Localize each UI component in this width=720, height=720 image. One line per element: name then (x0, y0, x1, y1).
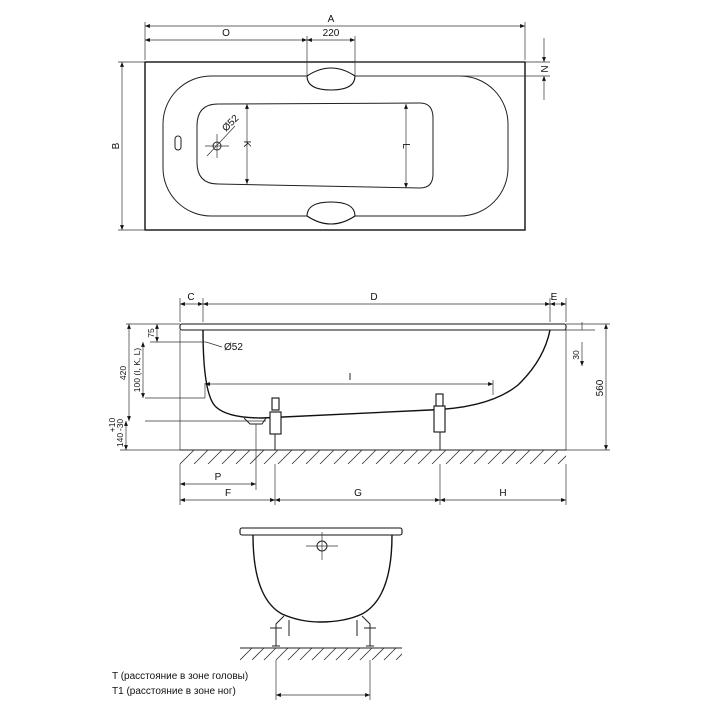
dim-diam-top-label: Ø52 (220, 113, 241, 134)
legend-t: T (расстояние в зоне головы) (112, 671, 248, 682)
tub-outline-top (144, 61, 526, 231)
legs-front (270, 615, 376, 647)
dim-H-label: H (499, 488, 506, 499)
legend-t1: T1 (расстояние в зоне ног) (112, 686, 236, 697)
handle-top (306, 67, 356, 91)
dim-220-label: 220 (323, 28, 340, 39)
dim-420-label: 420 (118, 366, 128, 380)
dim-O-label: O (222, 28, 230, 39)
dim-F-label: F (225, 488, 231, 499)
tub-bottom-top (196, 102, 434, 189)
dim-B-label: B (111, 142, 122, 149)
drain-top (205, 125, 236, 158)
top-view: Ø52 A O 220 N B K L (111, 14, 550, 231)
dim-A-label: A (328, 14, 335, 25)
dim-diam-side-label: Ø52 (224, 342, 243, 353)
tub-body-side (202, 329, 551, 419)
dim-75-label: 75 (146, 328, 156, 338)
dim-I-label: I (349, 372, 352, 383)
dim-E-label: E (551, 292, 558, 303)
drain-front (306, 532, 338, 560)
dim-G-label: G (354, 488, 362, 499)
tub-rim-side (179, 323, 567, 331)
dim-30-label: 30 (571, 350, 581, 360)
foot-left (269, 397, 282, 451)
dim-D-label: D (370, 292, 377, 303)
dim-140-tol-plus: +10 (107, 418, 117, 433)
dim-P-label: P (215, 472, 222, 483)
dim-L-label: L (400, 143, 411, 149)
dim-C-label: C (187, 292, 194, 303)
floor-hatch-front (240, 648, 402, 660)
dim-560-label: 560 (595, 379, 606, 396)
dim-140-label: 140 (115, 433, 125, 447)
dim-140-tol-minus: -30 (115, 419, 125, 432)
dim-N-label: N (538, 65, 549, 72)
dim-K-label: K (241, 141, 252, 148)
side-view: C D E 75 Ø52 420 100 (I, K, L) 140 +10 -… (107, 292, 610, 505)
foot-right (433, 393, 446, 451)
overflow-top (174, 135, 182, 151)
dim-100-label: 100 (I, K, L) (132, 348, 142, 393)
floor-hatch-side (180, 450, 566, 464)
front-view: T (расстояние в зоне головы) T1 (расстоя… (112, 527, 403, 700)
tub-body-front (252, 534, 393, 623)
handle-bottom (306, 201, 356, 225)
tub-rim-front (239, 527, 403, 536)
